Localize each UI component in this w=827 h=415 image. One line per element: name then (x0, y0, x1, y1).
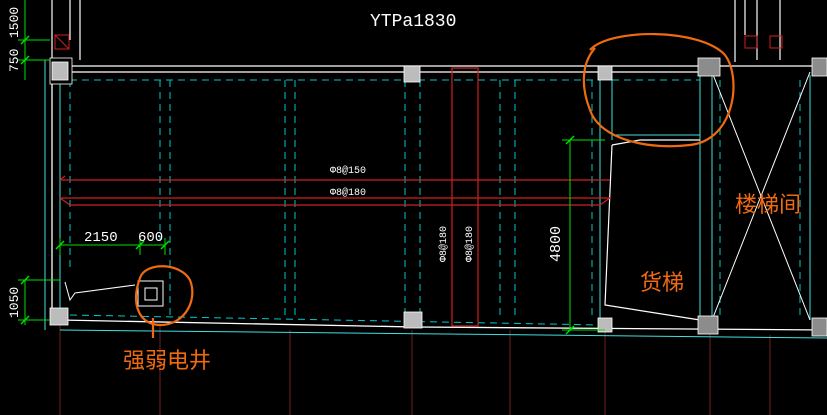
cyan-wall-lines (44, 60, 827, 339)
rebar-label-top: Φ8@150 (330, 165, 366, 177)
shaft-outline (64, 280, 164, 307)
stairwell-label: 楼梯间 (735, 193, 801, 218)
rebar-label-vertical-left: Φ8@180 (438, 226, 450, 262)
dimension-1050: 1050 (7, 287, 22, 318)
freight-elevator-label: 货梯 (640, 271, 684, 296)
rebar-lines (59, 67, 611, 327)
dimension-600: 600 (138, 230, 163, 246)
top-wall-stubs (51, 0, 781, 62)
stairwell-circle (582, 32, 735, 148)
lower-axis-lines (59, 325, 771, 415)
dimension-2150: 2150 (84, 230, 118, 246)
dimension-lines (18, 0, 605, 331)
shaft-label: 强弱电井 (123, 349, 211, 374)
dimension-1500: 1500 (7, 7, 22, 38)
dimension-750: 750 (7, 49, 22, 72)
rebar-label-bottom: Φ8@180 (330, 187, 366, 199)
annotation-marks (135, 32, 735, 338)
drawing-title: YTPa1830 (370, 12, 456, 32)
dimension-ticks (20, 35, 575, 335)
dashed-slab-lines (69, 79, 801, 326)
shaft-circle (135, 265, 194, 327)
rebar-label-vertical-right: Φ8@180 (464, 226, 476, 262)
dimension-4800: 4800 (548, 226, 565, 262)
columns (49, 57, 827, 337)
outer-walls (51, 60, 827, 331)
top-red-marks (54, 34, 783, 50)
